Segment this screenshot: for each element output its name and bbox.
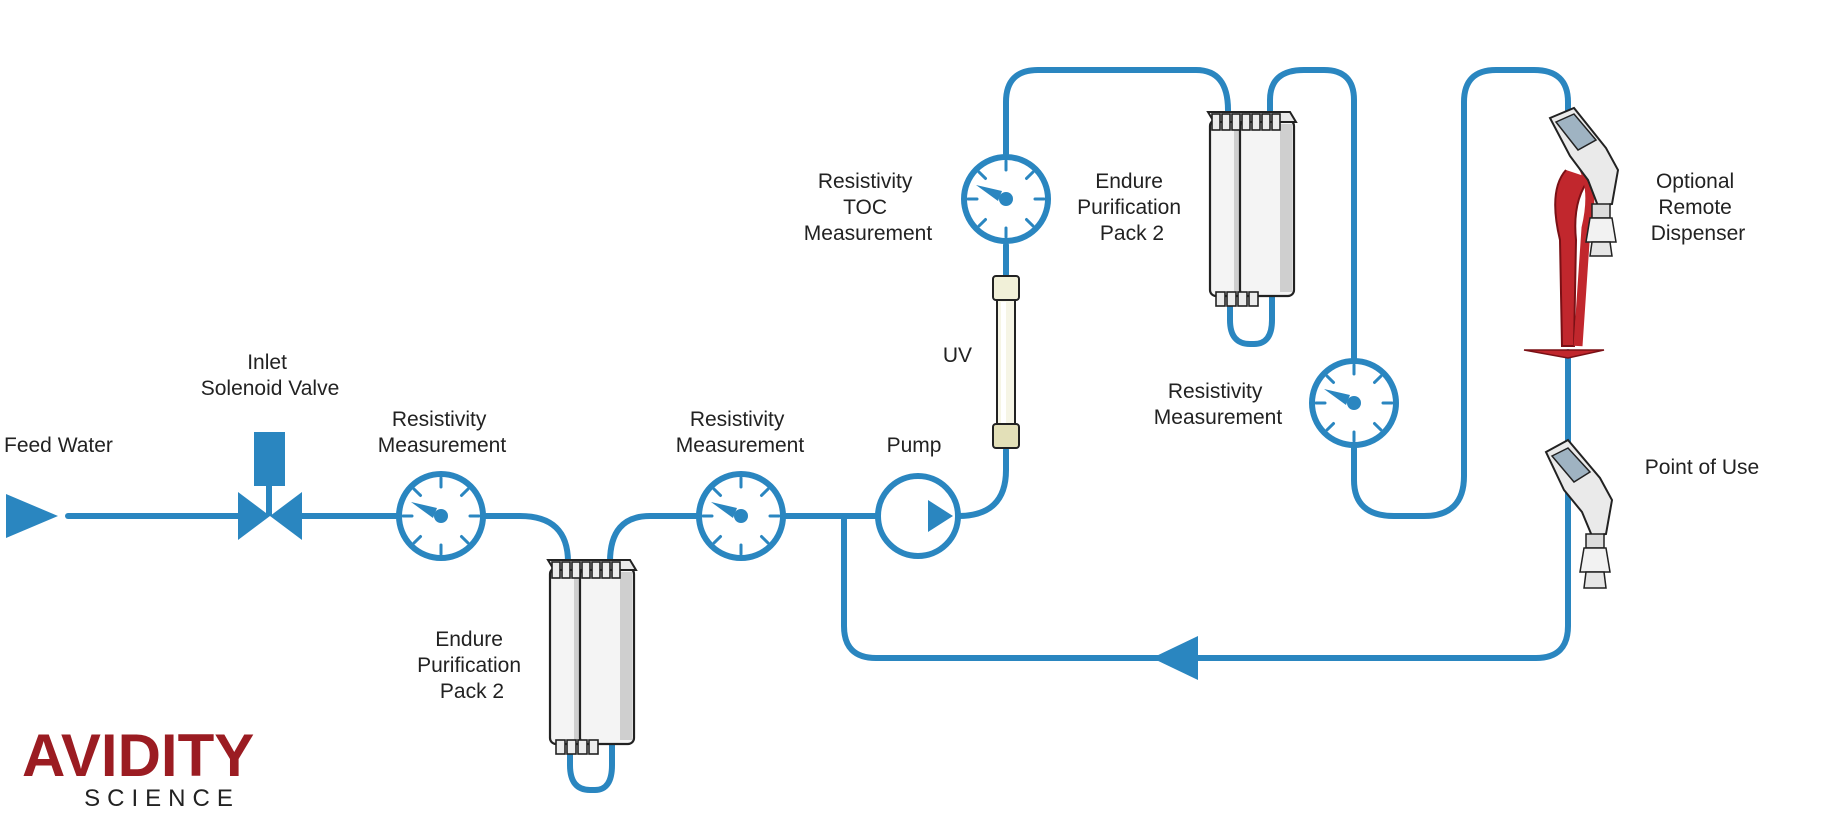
pipe-pump-to-uv [955, 447, 1009, 519]
logo-sub: SCIENCE [84, 785, 240, 812]
label-line: Resistivity [392, 408, 487, 431]
label-line: Measurement [676, 434, 805, 457]
purification-cartridge-icon [546, 559, 638, 755]
pipe-pack1-loop [567, 737, 615, 793]
label-feed-water: Feed Water [4, 434, 113, 457]
pump-icon [875, 473, 961, 559]
label-remote-dispenser: Optional Remote Dispenser [1651, 170, 1746, 245]
label-line: Purification [417, 654, 521, 677]
label-line: Resistivity [690, 408, 785, 431]
gauge-tick [1373, 422, 1383, 432]
label-line: Optional [1656, 170, 1734, 193]
label-resistivity-1: Resistivity Measurement [378, 408, 507, 457]
return-arrow-icon [1152, 636, 1198, 680]
gauge-needle [411, 502, 437, 518]
pipe-pack2-to-gauge3 [1267, 67, 1357, 363]
gauge-resistivity-2 [696, 471, 786, 561]
label-line: Dispenser [1651, 222, 1746, 245]
pipe-toc-to-top [1003, 67, 1231, 157]
gauge-resistivity-3 [1309, 358, 1399, 448]
label-point-of-use: Point of Use [1645, 456, 1759, 479]
label-line: Inlet [247, 351, 287, 374]
label-line: Purification [1077, 196, 1181, 219]
gauge-hub [734, 509, 748, 523]
label-pump: Pump [887, 434, 942, 457]
gauge-tick [1025, 170, 1035, 180]
gauge-needle [1324, 389, 1350, 405]
label-endure-pack-upper: Endure Purification Pack 2 [1077, 170, 1187, 245]
gauge-hub [434, 509, 448, 523]
label-line: Pack 2 [440, 680, 504, 703]
gauge-tick [977, 218, 987, 228]
gauge-tick [712, 487, 722, 497]
gauge-tick [460, 487, 470, 497]
gauge-tick [460, 535, 470, 545]
label-line: Pack 2 [1100, 222, 1164, 245]
gauge-needle [976, 185, 1002, 201]
pipe-valve-to-pack1 [297, 513, 571, 565]
feed-arrow-icon [6, 494, 58, 538]
dispenser-base [1523, 349, 1605, 359]
gauge-hub [1347, 396, 1361, 410]
gauge-tick [412, 487, 422, 497]
gauge-tick [760, 535, 770, 545]
solenoid-valve-icon [238, 432, 302, 540]
label-line: Remote [1658, 196, 1732, 219]
label-line: Solenoid Valve [201, 377, 340, 400]
gauges [396, 154, 1399, 561]
label-line: Measurement [804, 222, 933, 245]
label-line: Measurement [378, 434, 507, 457]
pipe-pack2-loop [1227, 289, 1275, 347]
gauge-tick [412, 535, 422, 545]
dispenser-nozzle-icon [1548, 106, 1620, 257]
gauge-tick [1325, 422, 1335, 432]
pipe-pack1-to-pump [607, 513, 883, 565]
dispenser-tube [1554, 169, 1591, 347]
label-resistivity-2: Resistivity Measurement [676, 408, 805, 457]
dispenser-nozzle-icon [1544, 438, 1614, 589]
label-line: Endure [1095, 170, 1163, 193]
pipe-dispenser-to-return [841, 349, 1571, 661]
gauge-resistivity-toc [961, 154, 1051, 244]
logo-name: AVIDITY [22, 722, 254, 789]
remote-dispenser [1523, 106, 1620, 359]
point-of-use-dispenser [1544, 438, 1614, 589]
label-line: Resistivity [818, 170, 913, 193]
label-uv: UV [943, 344, 972, 367]
gauge-tick [1025, 218, 1035, 228]
label-inlet-valve: Inlet Solenoid Valve [201, 351, 340, 400]
purification-cartridge-icon [1206, 111, 1298, 307]
logo: AVIDITY SCIENCE [22, 722, 254, 812]
gauge-tick [1325, 374, 1335, 384]
label-line: TOC [843, 196, 887, 219]
label-resistivity-3: Resistivity Measurement [1154, 380, 1283, 429]
gauge-tick [1373, 374, 1383, 384]
label-line: Measurement [1154, 406, 1283, 429]
gauge-needle [711, 502, 737, 518]
label-resistivity-toc: Resistivity TOC Measurement [804, 170, 933, 245]
label-endure-pack-lower: Endure Purification Pack 2 [417, 628, 527, 703]
gauge-tick [712, 535, 722, 545]
label-line: Resistivity [1168, 380, 1263, 403]
gauge-tick [977, 170, 987, 180]
labels: Feed Water Inlet Solenoid Valve Resistiv… [4, 170, 1759, 703]
label-line: Endure [435, 628, 503, 651]
uv-lamp-icon [992, 275, 1020, 449]
gauge-tick [760, 487, 770, 497]
pipe-gauge3-to-dispenser [1351, 67, 1571, 519]
pipe-network [65, 67, 1571, 793]
gauge-hub [999, 192, 1013, 206]
gauge-resistivity-1 [396, 471, 486, 561]
